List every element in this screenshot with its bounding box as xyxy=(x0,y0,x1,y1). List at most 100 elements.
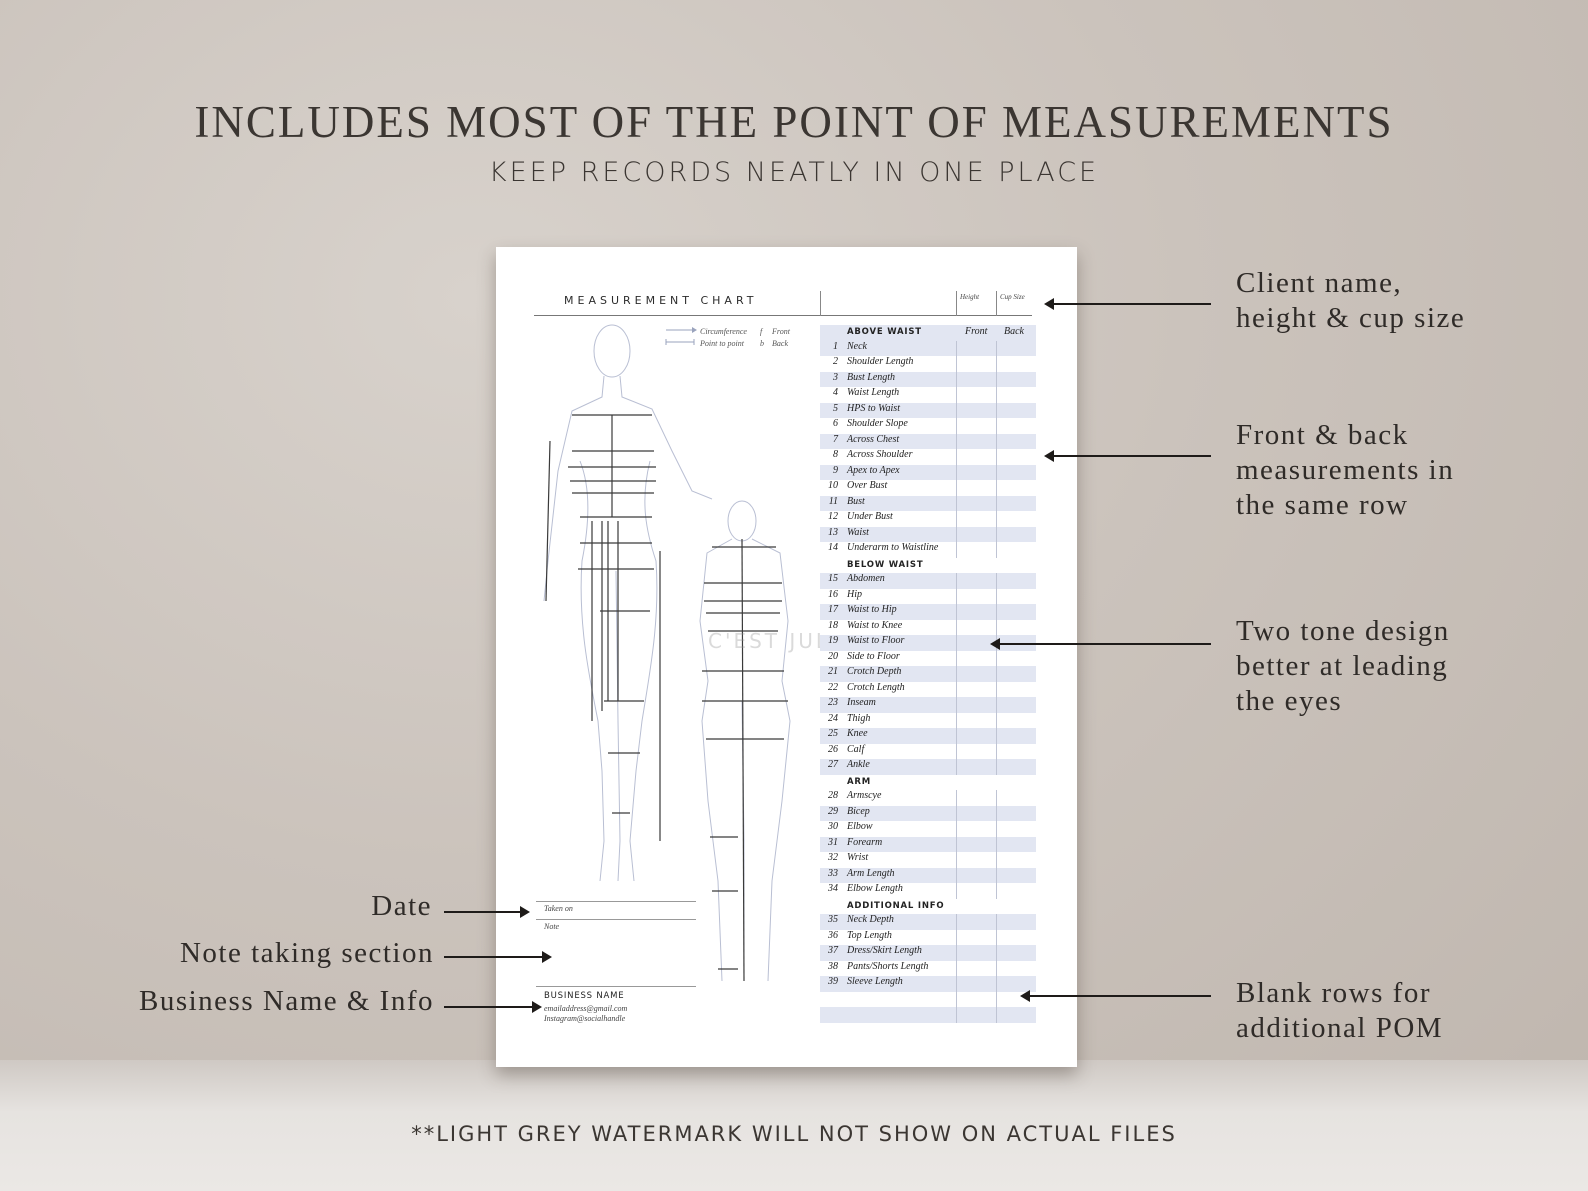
row-label: Across Chest xyxy=(847,433,900,445)
row-label: Bust Length xyxy=(847,371,896,383)
back-cell xyxy=(996,340,997,356)
business-name: BUSINESS NAME xyxy=(544,991,625,1001)
row-number: 39 xyxy=(828,976,838,987)
table-section-header: ADDITIONAL INFO xyxy=(820,899,1036,915)
front-cell xyxy=(956,883,957,899)
row-number: 34 xyxy=(828,883,838,894)
row-label: Knee xyxy=(847,728,868,739)
row-number: 30 xyxy=(828,821,838,832)
front-cell xyxy=(956,821,957,837)
front-cell xyxy=(956,976,957,992)
row-number: 35 xyxy=(828,914,838,925)
back-cell xyxy=(996,604,997,620)
front-cell xyxy=(956,588,957,604)
business-instagram: Instagram@socialhandle xyxy=(544,1014,626,1023)
back-cell xyxy=(996,914,997,930)
legend-back: Back xyxy=(772,339,788,348)
back-cell xyxy=(996,976,997,992)
front-cell xyxy=(956,433,957,449)
row-label: Arm Length xyxy=(847,867,895,879)
row-number: 24 xyxy=(828,712,838,724)
cup-size-label: Cup Size xyxy=(1000,293,1025,301)
back-cell xyxy=(996,526,997,542)
back-cell xyxy=(996,790,997,806)
back-cell xyxy=(996,619,997,635)
row-label: Neck xyxy=(847,340,867,352)
row-number: 17 xyxy=(828,604,838,615)
back-cell xyxy=(996,960,997,976)
row-number: 28 xyxy=(828,790,838,801)
back-cell xyxy=(996,743,997,759)
row-label: Under Bust xyxy=(847,511,893,522)
front-cell xyxy=(956,728,957,744)
row-label: Bicep xyxy=(847,805,870,817)
row-number: 15 xyxy=(828,573,838,584)
arrow-date xyxy=(444,906,530,918)
arrow-front-back xyxy=(1044,450,1211,462)
back-cell xyxy=(996,681,997,697)
table-row xyxy=(820,991,1036,1007)
back-cell xyxy=(996,821,997,837)
front-cell xyxy=(956,945,957,961)
row-number: 1 xyxy=(833,340,838,352)
front-cell xyxy=(956,356,957,372)
table-row xyxy=(820,1007,1036,1023)
row-number: 20 xyxy=(828,650,838,662)
note-rule xyxy=(536,919,696,920)
legend-front-key: f xyxy=(760,327,763,336)
business-email: emailaddress@gmail.com xyxy=(544,1004,628,1013)
row-label: Sleeve Length xyxy=(847,976,903,987)
row-label: Waist Length xyxy=(847,387,900,398)
front-cell xyxy=(956,526,957,542)
row-number: 6 xyxy=(833,418,838,429)
arrow-blank-rows xyxy=(1020,990,1211,1002)
row-label: Hip xyxy=(847,588,862,600)
row-label: Over Bust xyxy=(847,480,888,491)
table-row: 3 Bust Length xyxy=(820,371,1036,387)
legend-front: Front xyxy=(772,327,790,336)
row-label: Waist to Floor xyxy=(847,635,905,646)
row-number: 3 xyxy=(833,371,838,383)
row-label: Underarm to Waistline xyxy=(847,542,939,553)
table-row: 25 Knee xyxy=(820,728,1036,744)
height-label: Height xyxy=(960,293,980,301)
row-label: Waist xyxy=(847,526,869,538)
section-title: ABOVE WAIST xyxy=(847,327,922,337)
legend-circumference: Circumference xyxy=(700,327,747,336)
table-row: 29 Bicep xyxy=(820,805,1036,821)
front-cell xyxy=(956,511,957,527)
row-number: 36 xyxy=(828,929,838,941)
table-row: 1 Neck xyxy=(820,340,1036,356)
annotation-two-tone: Two tone design better at leading the ey… xyxy=(1236,615,1450,717)
arrow-business xyxy=(444,1001,542,1013)
row-number: 25 xyxy=(828,728,838,739)
front-cell xyxy=(956,759,957,775)
title-divider xyxy=(820,291,821,316)
headline: INCLUDES MOST OF THE POINT OF MEASUREMEN… xyxy=(194,97,1394,147)
row-label: Across Shoulder xyxy=(847,449,913,460)
row-label: Wrist xyxy=(847,852,869,863)
business-rule xyxy=(536,986,696,987)
front-column-header: Front xyxy=(965,326,988,337)
taken-on-label: Taken on xyxy=(544,904,573,913)
title-underline xyxy=(534,315,1032,316)
front-cell xyxy=(956,495,957,511)
front-cell xyxy=(956,697,957,713)
row-label: Forearm xyxy=(847,836,883,848)
row-number: 29 xyxy=(828,805,838,817)
back-cell xyxy=(996,387,997,403)
